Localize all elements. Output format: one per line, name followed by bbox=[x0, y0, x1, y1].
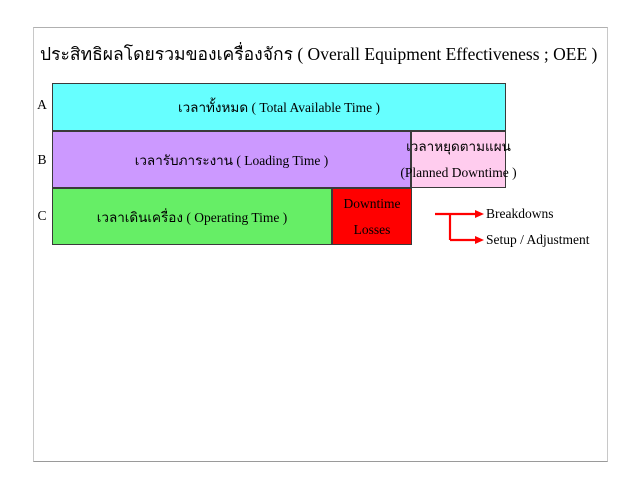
bar-planned-downtime-label-english: (Planned Downtime ) bbox=[400, 164, 517, 180]
bar-operating-time: เวลาเดินเครื่อง ( Operating Time ) bbox=[52, 188, 332, 245]
row-label-a: A bbox=[37, 97, 47, 112]
bar-operating-time-label: เวลาเดินเครื่อง ( Operating Time ) bbox=[96, 209, 288, 225]
bar-downtime-losses-label-line2: Losses bbox=[353, 221, 391, 237]
page-title: ประสิทธิผลโดยรวมของเครื่องจักร ( Overall… bbox=[40, 44, 598, 64]
bracket-arrows-icon bbox=[435, 210, 484, 244]
bar-planned-downtime-label-thai: เวลาหยุดตามแผน bbox=[406, 138, 511, 154]
bar-total-available-time-label: เวลาทั้งหมด ( Total Available Time ) bbox=[177, 100, 381, 115]
loss-label-breakdowns: Breakdowns bbox=[486, 206, 554, 221]
bar-planned-downtime: เวลาหยุดตามแผน (Planned Downtime ) bbox=[400, 131, 517, 188]
bar-planned-downtime-text: เวลาหยุดตามแผน (Planned Downtime ) bbox=[359, 134, 559, 186]
bar-total-available-time: เวลาทั้งหมด ( Total Available Time ) bbox=[52, 83, 506, 131]
bar-loading-time-label: เวลารับภาระงาน ( Loading Time ) bbox=[134, 152, 329, 168]
loss-label-setup-adjustment: Setup / Adjustment bbox=[486, 232, 590, 247]
row-label-c: C bbox=[37, 208, 47, 223]
row-label-b: B bbox=[37, 152, 47, 167]
bar-loading-time: เวลารับภาระงาน ( Loading Time ) bbox=[52, 131, 411, 188]
bar-downtime-losses: Downtime Losses bbox=[332, 188, 412, 245]
bar-downtime-losses-label-line1: Downtime bbox=[343, 195, 401, 211]
